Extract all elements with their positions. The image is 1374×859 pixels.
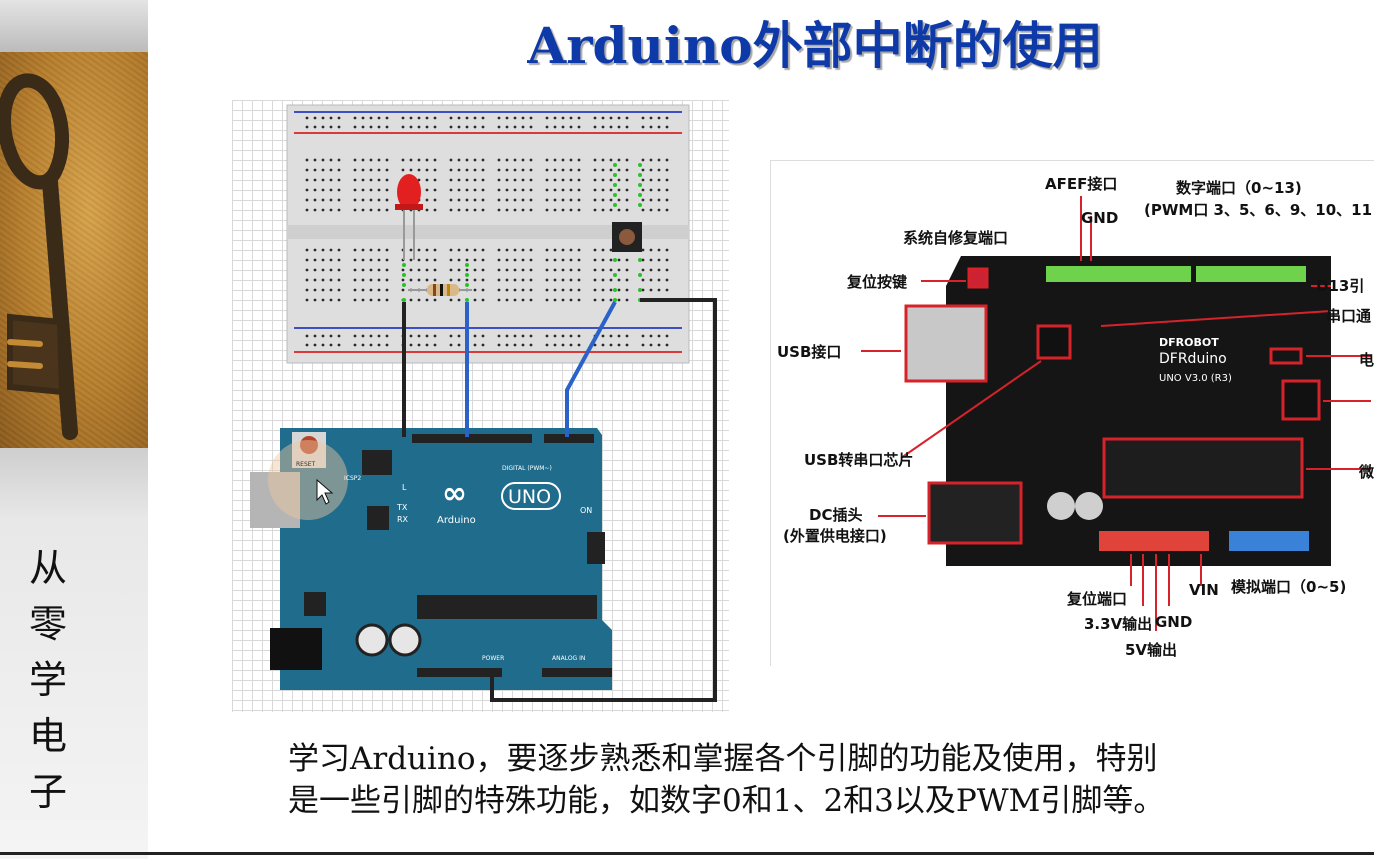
label-d13: D13引 — [1316, 277, 1365, 295]
label-mcu: 微 — [1359, 463, 1374, 481]
on-label: ON — [580, 506, 592, 515]
label-usb-serial: USB转串口芯片 — [804, 451, 914, 469]
dfrduino-model: DFRduino — [1159, 351, 1227, 367]
vertical-char: 从 — [28, 546, 67, 590]
arduino-uno-board: ∞ UNO Arduino RESET ICSP2 DIGITAL (PWM~)… — [250, 428, 612, 690]
dfrduino-diagram: DFROBOT DFRduino UNO V3.0 (R3) AFEF接口 GN… — [770, 160, 1374, 666]
label-vin: VIN — [1189, 581, 1219, 599]
uno-logo: UNO — [508, 486, 551, 508]
label-gnd-bottom: GND — [1155, 613, 1193, 631]
label-dc-jack: DC插头 — [809, 506, 863, 524]
resistor — [408, 284, 472, 296]
digital-label: DIGITAL (PWM~) — [502, 465, 552, 472]
tx-label: TX — [396, 503, 408, 512]
label-dc-jack-note: (外置供电接口) — [783, 527, 887, 545]
led — [395, 174, 423, 260]
label-afef: AFEF接口 — [1045, 175, 1118, 193]
key-photo — [0, 52, 148, 448]
vertical-char: 零 — [28, 602, 67, 646]
page-title: Arduino外部中断的使用 — [527, 16, 1103, 75]
wire-black-2 — [490, 298, 717, 702]
label-power-led: 电 — [1359, 351, 1374, 369]
label-analog: 模拟端口（0~5) — [1231, 578, 1347, 596]
vertical-char: 子 — [28, 770, 67, 814]
key-icon — [0, 73, 78, 440]
circuit-diagram: ∞ UNO Arduino RESET ICSP2 DIGITAL (PWM~)… — [232, 100, 729, 712]
label-reset-button: 复位按键 — [847, 273, 908, 291]
label-usb: USB接口 — [777, 343, 842, 361]
label-digital: 数字端口（0~13) — [1176, 179, 1302, 197]
vertical-char: 学 — [28, 658, 67, 702]
push-button — [612, 222, 642, 252]
vertical-char: 电 — [28, 714, 67, 758]
description-line-1: 学习Arduino，要逐步熟悉和掌握各个引脚的功能及使用，特别 — [288, 741, 1158, 777]
bottom-divider — [0, 852, 1374, 855]
label-5v: 5V输出 — [1125, 641, 1178, 659]
dfrobot-brand: DFROBOT — [1159, 336, 1219, 349]
label-pwm: (PWM口 3、5、6、9、10、11 — [1144, 201, 1373, 219]
analog-label: ANALOG IN — [552, 655, 585, 662]
label-3v3: 3.3V输出 — [1084, 615, 1153, 633]
reset-label: RESET — [296, 461, 316, 468]
wire-blue-2 — [565, 301, 617, 437]
label-gnd-top: GND — [1081, 209, 1119, 227]
l-label: L — [402, 483, 407, 492]
label-self-repair: 系统自修复端口 — [903, 229, 1009, 247]
icsp2-label: ICSP2 — [344, 475, 361, 482]
label-reset-port: 复位端口 — [1067, 590, 1128, 608]
cursor-icon — [316, 478, 334, 505]
arduino-brand: Arduino — [437, 515, 476, 526]
dfrduino-version: UNO V3.0 (R3) — [1159, 373, 1232, 384]
svg-text:∞: ∞ — [442, 476, 467, 511]
vertical-title: 从 零 学 电 子 — [28, 540, 68, 820]
power-label: POWER — [482, 655, 504, 662]
description-line-2: 是一些引脚的特殊功能，如数字0和1、2和3以及PWM引脚等。 — [288, 783, 1165, 819]
description: 学习Arduino，要逐步熟悉和掌握各个引脚的功能及使用，特别 是一些引脚的特殊… — [288, 738, 1374, 822]
label-serial: 串口通 — [1326, 307, 1372, 325]
sidebar: 从 零 学 电 子 — [0, 0, 148, 859]
rx-label: RX — [397, 515, 409, 524]
